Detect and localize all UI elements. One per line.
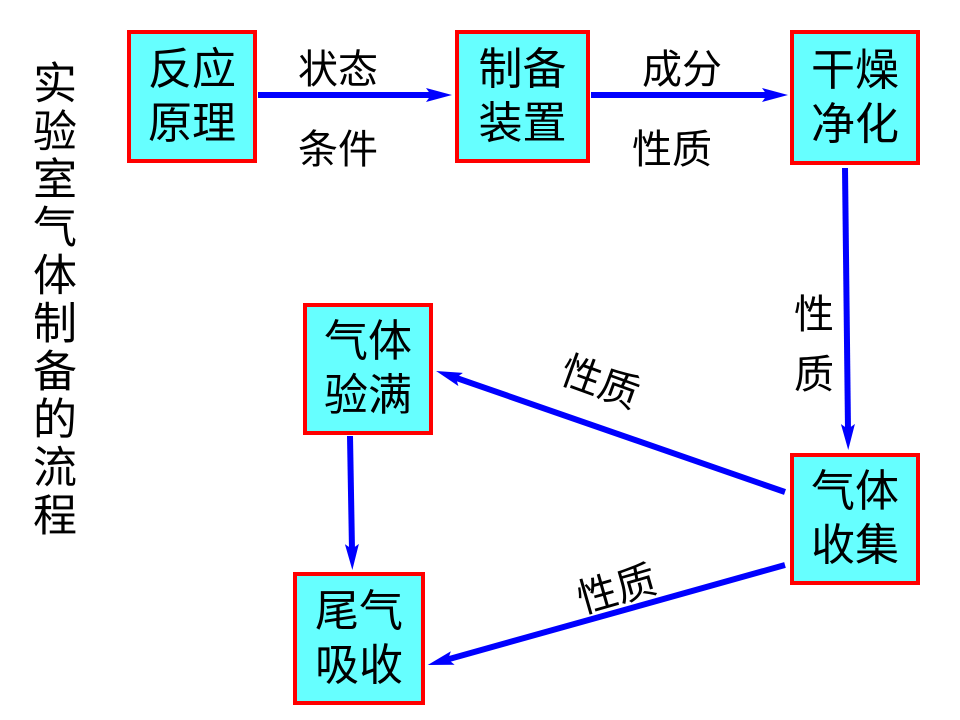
edge-label-conditions: 条件 — [298, 127, 378, 173]
box-line: 吸收 — [315, 639, 403, 691]
box-line: 装置 — [478, 97, 567, 149]
box-reaction-principle: 反应 原理 — [127, 30, 257, 163]
arrow-drying-to-collection — [840, 167, 855, 450]
edge-label-state: 状态 — [298, 47, 378, 93]
box-line: 原理 — [148, 97, 236, 149]
edge-label-properties: 性质 — [632, 127, 712, 173]
box-line: 制备 — [478, 43, 567, 95]
box-line: 收集 — [811, 520, 899, 571]
box-gas-full-check: 气体 验满 — [303, 303, 433, 435]
box-line: 验满 — [324, 370, 412, 421]
box-drying-purification: 干燥 净化 — [790, 30, 920, 165]
box-line: 净化 — [811, 98, 899, 150]
box-line: 干燥 — [811, 44, 899, 96]
box-line: 气体 — [324, 316, 412, 367]
box-line: 反应 — [148, 43, 236, 95]
box-line: 气体 — [811, 466, 899, 517]
edge-label-properties-vertical: 性质 — [787, 293, 833, 413]
arrow-collection-to-tail-gas — [427, 562, 786, 665]
diagram-title: 实验室气体制备的流程 — [25, 60, 76, 540]
box-tail-gas-absorption: 尾气 吸收 — [293, 572, 425, 705]
arrow-full-check-to-tail-gas — [344, 435, 359, 570]
arrow-collection-to-full-check — [436, 370, 786, 495]
box-gas-collection: 气体 收集 — [790, 453, 920, 585]
edge-label-composition: 成分 — [642, 47, 722, 93]
box-preparation-apparatus: 制备 装置 — [455, 30, 590, 163]
box-line: 尾气 — [315, 585, 403, 637]
